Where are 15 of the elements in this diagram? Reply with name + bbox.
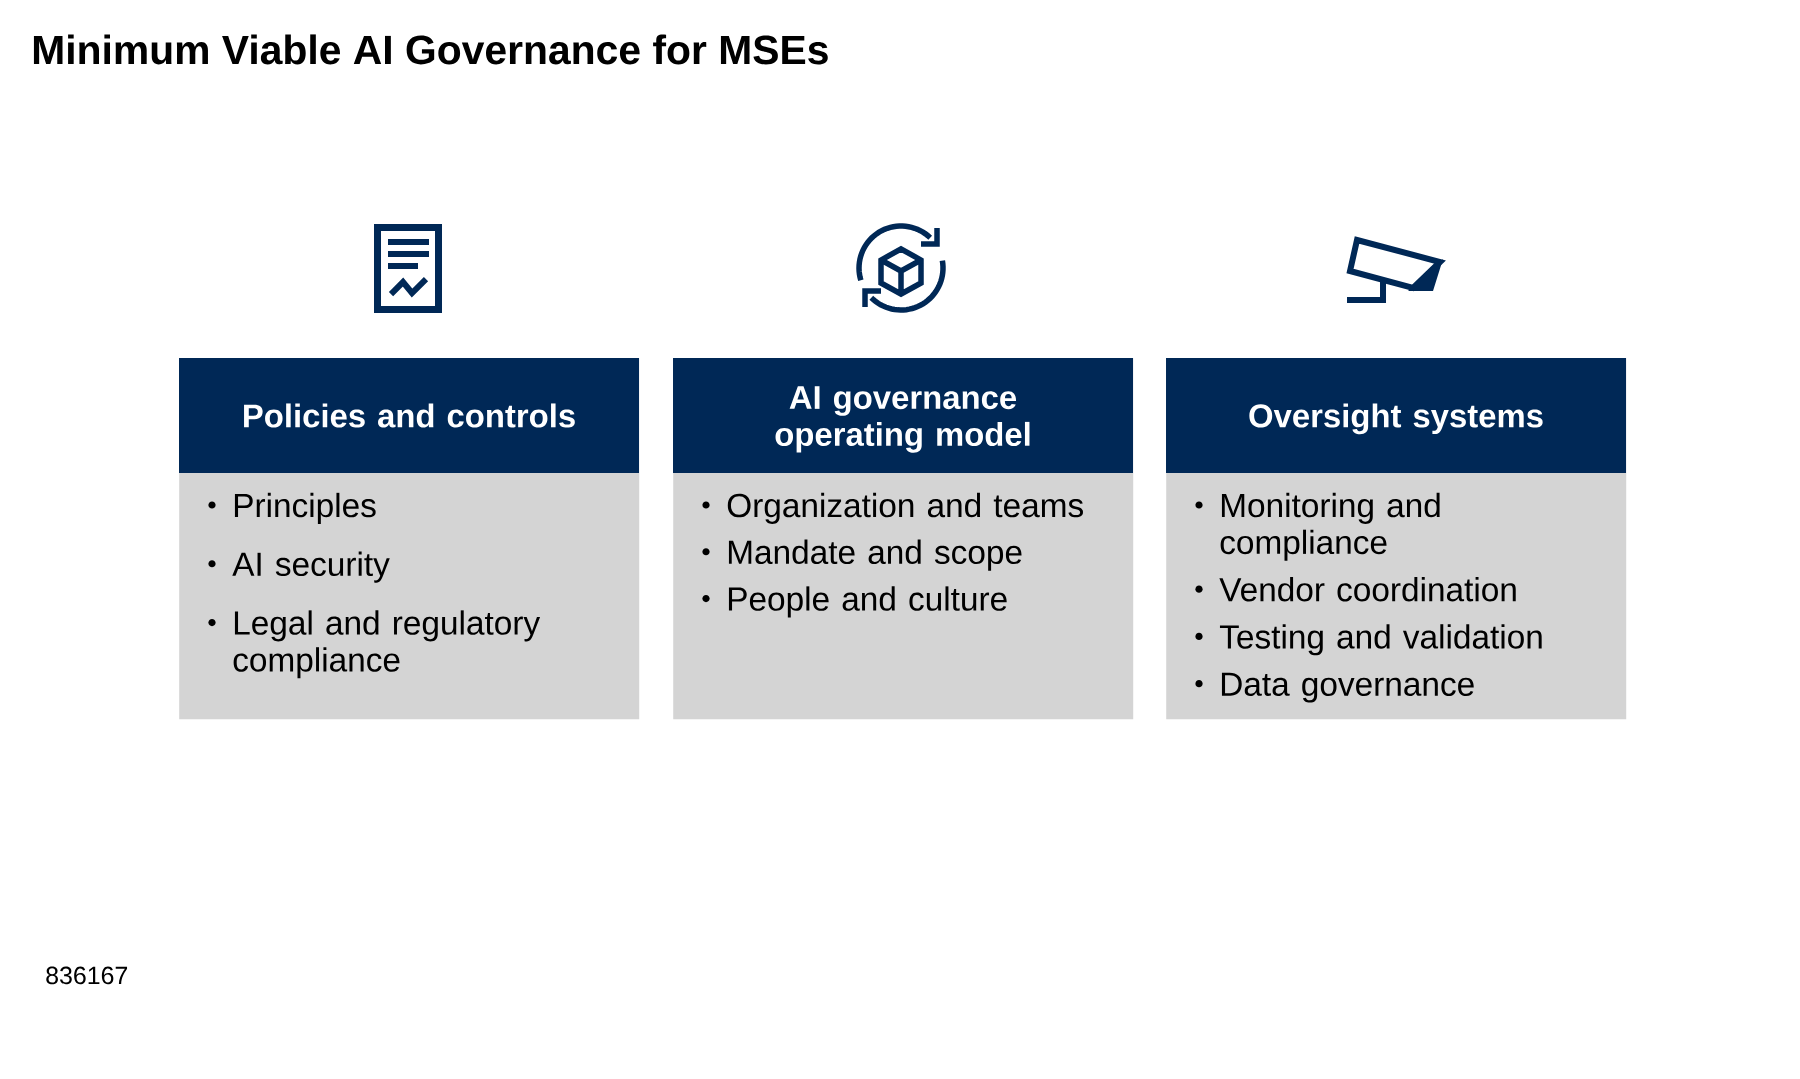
header-band: AI governance operating model [673, 358, 1133, 473]
header-band: Oversight systems [1166, 358, 1626, 473]
list-item: Legal and regulatory compliance [233, 610, 541, 679]
list-item: Organization and teams [727, 492, 1083, 524]
list-item: Vendor coordination [1219, 576, 1516, 602]
header-band: Policies and controls [179, 358, 639, 473]
list-item: Mandate and scope [728, 539, 1022, 571]
list-item: AI security [232, 551, 390, 583]
id-number: 836167 [46, 966, 128, 985]
list-item: Monitoring and compliance [1220, 492, 1440, 561]
title: Minimum Viable AI Governance for MSEs [33, 34, 828, 65]
list-item: Testing and validation [1219, 624, 1542, 656]
list-item: Data governance [1221, 672, 1474, 703]
list-item: Principles [234, 492, 376, 524]
list-item: People and culture [728, 586, 1007, 618]
